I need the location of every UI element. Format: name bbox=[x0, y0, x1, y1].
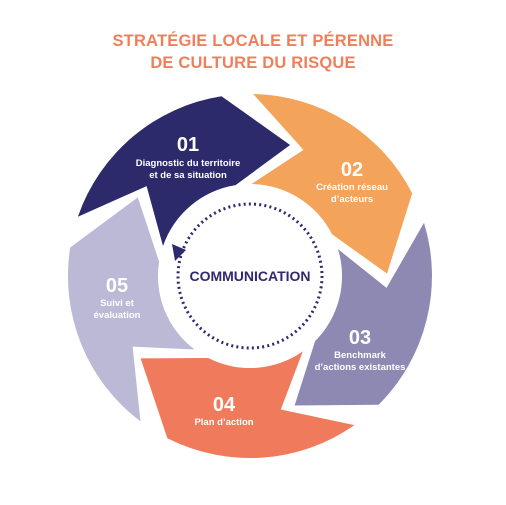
segment-03-shape bbox=[294, 222, 432, 406]
segment-01-shape bbox=[77, 96, 291, 246]
segment-02-shape bbox=[251, 94, 413, 274]
segment-04-label-line1: Plan d’action bbox=[194, 417, 253, 428]
segment-05-label-line2: évaluation bbox=[94, 310, 141, 321]
segment-05-shape bbox=[67, 197, 195, 422]
title-line-1: STRATÉGIE LOCALE ET PÉRENNE bbox=[112, 32, 394, 50]
segment-04: 04 Plan d’action bbox=[140, 351, 355, 459]
segment-04-number: 04 bbox=[213, 394, 236, 416]
title-line-2: DE CULTURE DU RISQUE bbox=[150, 54, 356, 72]
segment-03-number: 03 bbox=[349, 327, 371, 349]
segment-01-label-line1: Diagnostic du territoire bbox=[136, 158, 241, 169]
segment-05-label-line1: Suivi et bbox=[100, 298, 135, 309]
segment-02: 02 Création réseau d’acteurs bbox=[251, 94, 413, 274]
segment-01-number: 01 bbox=[177, 134, 199, 156]
ring-arrow-icon bbox=[172, 244, 186, 261]
segment-03-label-line1: Benchmark bbox=[334, 350, 386, 361]
diagram-title: STRATÉGIE LOCALE ET PÉRENNE DE CULTURE D… bbox=[0, 30, 506, 74]
segment-05: 05 Suivi et évaluation bbox=[67, 197, 195, 422]
segment-03: 03 Benchmark d’actions existantes bbox=[294, 222, 432, 406]
segment-01-label-line2: et de sa situation bbox=[149, 170, 227, 181]
segment-02-number: 02 bbox=[341, 159, 363, 181]
segment-03-label-line2: d’actions existantes bbox=[315, 362, 406, 373]
segment-02-label-line1: Création réseau bbox=[316, 182, 388, 193]
segment-02-label-line2: d’acteurs bbox=[331, 194, 373, 205]
segment-01: 01 Diagnostic du territoire et de sa sit… bbox=[77, 96, 291, 246]
segment-04-shape bbox=[140, 351, 355, 459]
segment-05-number: 05 bbox=[106, 275, 128, 297]
center-label: COMMUNICATION bbox=[189, 268, 310, 284]
communication-ring bbox=[176, 202, 324, 350]
